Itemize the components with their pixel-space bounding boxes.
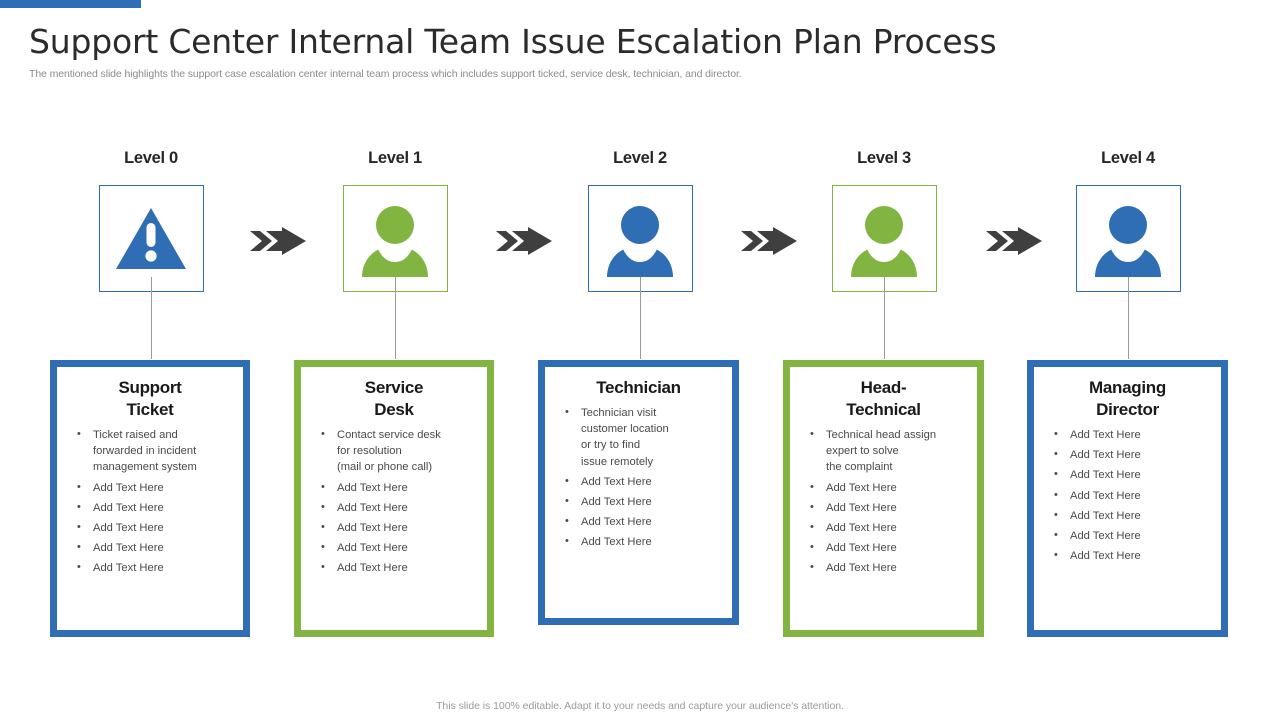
connector-line-3 [883, 277, 885, 359]
card-title-line1-1: Service [364, 378, 424, 397]
page-subtitle: The mentioned slide highlights the suppo… [29, 68, 742, 80]
top-accent-bar [0, 0, 141, 8]
list-item[interactable]: Add Text Here [1048, 547, 1211, 564]
list-item[interactable]: Add Text Here [804, 499, 967, 516]
list-item[interactable]: Add Text Here [71, 519, 233, 536]
escalation-process-diagram: Level 0 SupportTicketTicket raised and fo… [0, 148, 1280, 648]
level-label-3: Level 3 [857, 149, 911, 167]
list-item[interactable]: Add Text Here [1048, 426, 1211, 443]
icon-tile-0[interactable] [98, 185, 204, 292]
icon-tile-3[interactable] [831, 185, 937, 292]
list-item[interactable]: Ticket raised and forwarded in incident … [71, 426, 233, 476]
process-step-3: Level 3 [783, 148, 985, 359]
card-title-line1-4: Managing [1089, 378, 1166, 397]
card-title-2: Technician [551, 377, 726, 399]
arrow-level2-to-level3 [739, 226, 799, 256]
person-icon [1077, 186, 1180, 277]
list-item[interactable]: Add Text Here [804, 539, 967, 556]
card-title-line2-4: Director [1096, 400, 1159, 419]
list-item[interactable]: Add Text Here [559, 513, 722, 530]
connector-line-4 [1127, 277, 1129, 359]
list-item[interactable]: Technician visit customer location or tr… [559, 404, 722, 470]
list-item[interactable]: Add Text Here [559, 473, 722, 490]
person-icon [589, 186, 692, 277]
list-item[interactable]: Add Text Here [804, 479, 967, 496]
connector-line-2 [639, 277, 641, 359]
list-item[interactable]: Add Text Here [1048, 527, 1211, 544]
process-step-0: Level 0 [50, 148, 252, 359]
info-card-1[interactable]: ServiceDeskContact service desk for reso… [294, 360, 494, 637]
info-card-0[interactable]: SupportTicketTicket raised and forwarded… [50, 360, 250, 637]
list-item[interactable]: Add Text Here [315, 479, 477, 496]
level-label-4: Level 4 [1101, 149, 1155, 167]
person-icon [833, 186, 936, 277]
card-title-3: Head- Technical [796, 377, 971, 421]
list-item[interactable]: Add Text Here [315, 499, 477, 516]
level-label-0: Level 0 [124, 149, 178, 167]
card-title-line2-0: Ticket [126, 400, 174, 419]
bullet-list-0: Ticket raised and forwarded in incident … [63, 426, 237, 577]
list-item[interactable]: Add Text Here [315, 559, 477, 576]
page-title: Support Center Internal Team Issue Escal… [29, 22, 997, 61]
bullet-list-2: Technician visit customer location or tr… [551, 404, 726, 551]
level-label-1: Level 1 [368, 149, 422, 167]
process-step-1: Level 1 [294, 148, 496, 359]
list-item[interactable]: Add Text Here [315, 539, 477, 556]
bullet-list-3: Technical head assign expert to solve th… [796, 426, 971, 577]
icon-tile-4[interactable] [1075, 185, 1181, 292]
person-icon [344, 186, 447, 277]
list-item[interactable]: Contact service desk for resolution (mai… [315, 426, 477, 476]
list-item[interactable]: Add Text Here [1048, 466, 1211, 483]
card-title-line1-3: Head- [860, 378, 907, 397]
info-card-3[interactable]: Head- TechnicalTechnical head assign expe… [783, 360, 984, 637]
list-item[interactable]: Add Text Here [71, 479, 233, 496]
list-item[interactable]: Add Text Here [559, 533, 722, 550]
list-item[interactable]: Technical head assign expert to solve th… [804, 426, 967, 476]
list-item[interactable]: Add Text Here [559, 493, 722, 510]
card-title-line2-1: Desk [374, 400, 414, 419]
info-card-2[interactable]: TechnicianTechnician visit customer loca… [538, 360, 739, 625]
list-item[interactable]: Add Text Here [804, 559, 967, 576]
arrow-level0-to-level1 [248, 226, 308, 256]
card-title-line1-2: Technician [596, 378, 681, 397]
bullet-list-1: Contact service desk for resolution (mai… [307, 426, 481, 577]
list-item[interactable]: Add Text Here [71, 539, 233, 556]
icon-tile-1[interactable] [342, 185, 448, 292]
arrow-level1-to-level2 [494, 226, 554, 256]
footer-note: This slide is 100% editable. Adapt it to… [436, 700, 844, 712]
list-item[interactable]: Add Text Here [71, 559, 233, 576]
bullet-list-4: Add Text HereAdd Text HereAdd Text HereA… [1040, 426, 1215, 564]
icon-tile-2[interactable] [587, 185, 693, 292]
card-title-line2-3: Technical [846, 400, 921, 419]
warning-triangle-icon [100, 186, 203, 272]
list-item[interactable]: Add Text Here [1048, 507, 1211, 524]
list-item[interactable]: Add Text Here [315, 519, 477, 536]
slide-header: Support Center Internal Team Issue Escal… [29, 22, 1254, 81]
arrow-level3-to-level4 [984, 226, 1044, 256]
level-label-2: Level 2 [613, 149, 667, 167]
card-title-line1-0: Support [118, 378, 182, 397]
connector-line-0 [150, 277, 152, 359]
info-card-4[interactable]: ManagingDirectorAdd Text HereAdd Text He… [1027, 360, 1228, 637]
list-item[interactable]: Add Text Here [1048, 487, 1211, 504]
list-item[interactable]: Add Text Here [1048, 446, 1211, 463]
process-step-4: Level 4 [1027, 148, 1229, 359]
list-item[interactable]: Add Text Here [71, 499, 233, 516]
list-item[interactable]: Add Text Here [804, 519, 967, 536]
process-step-2: Level 2 [539, 148, 741, 359]
connector-line-1 [394, 277, 396, 359]
